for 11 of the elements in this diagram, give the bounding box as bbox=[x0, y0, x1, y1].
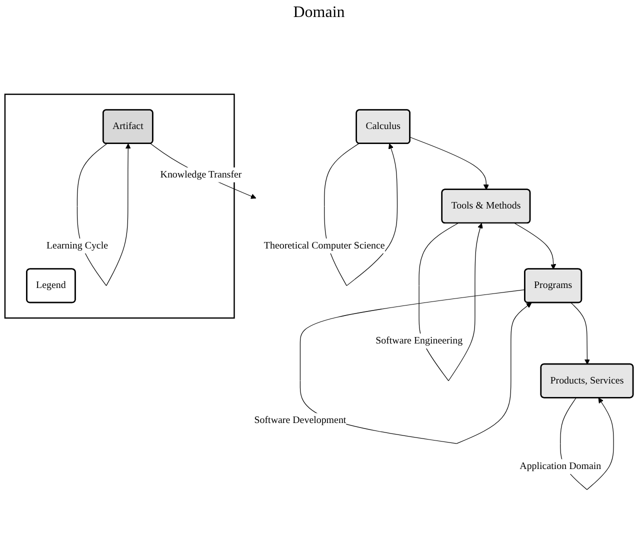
edge-label: Software Engineering bbox=[376, 335, 463, 346]
arrow bbox=[570, 302, 590, 365]
edge-label: Theoretical Computer Science bbox=[264, 240, 385, 251]
edge-label: Application Domain bbox=[520, 461, 602, 472]
arrow bbox=[514, 222, 556, 270]
edge-label: Knowledge Transfer bbox=[160, 169, 242, 180]
arrow bbox=[150, 143, 256, 199]
edge-label: Learning Cycle bbox=[46, 240, 108, 251]
legend-heading: Domain bbox=[293, 4, 345, 21]
edge-label: Software Development bbox=[254, 414, 346, 426]
arrow bbox=[410, 136, 489, 190]
